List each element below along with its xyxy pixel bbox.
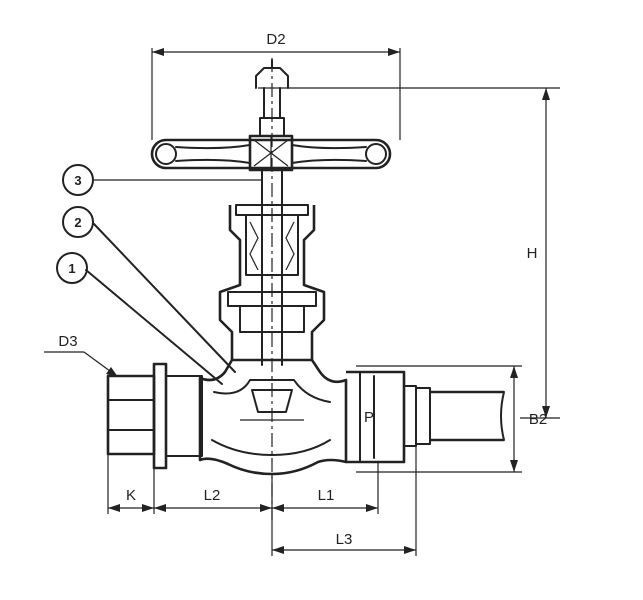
dimension-h-label: H bbox=[527, 245, 538, 262]
dimension-l3-label: L3 bbox=[336, 531, 353, 548]
callout-1-label: 1 bbox=[68, 261, 75, 276]
dimension-b2-label: B2 bbox=[529, 411, 547, 428]
callout-2-label: 2 bbox=[74, 215, 81, 230]
callout-leaders bbox=[85, 179, 262, 385]
callout-2: 2 bbox=[62, 206, 94, 238]
dimension-l2-label: L2 bbox=[204, 487, 221, 504]
callout-3-label: 3 bbox=[74, 173, 81, 188]
dimension-l1-label: L1 bbox=[318, 487, 335, 504]
bonnet bbox=[218, 204, 326, 360]
valve-body bbox=[198, 358, 348, 476]
dimension-d2-label: D2 bbox=[266, 31, 285, 48]
inlet-fitting bbox=[106, 362, 203, 470]
callout-1: 1 bbox=[56, 252, 88, 284]
callout-3: 3 bbox=[62, 164, 94, 196]
handwheel bbox=[150, 134, 392, 172]
outlet-union: P bbox=[346, 365, 522, 473]
svg-text:P: P bbox=[364, 409, 374, 426]
dimension-d3-label: D3 bbox=[58, 333, 77, 350]
dimension-lines bbox=[44, 48, 560, 556]
valve-stem bbox=[261, 58, 283, 520]
dimension-k-label: K bbox=[126, 487, 136, 504]
